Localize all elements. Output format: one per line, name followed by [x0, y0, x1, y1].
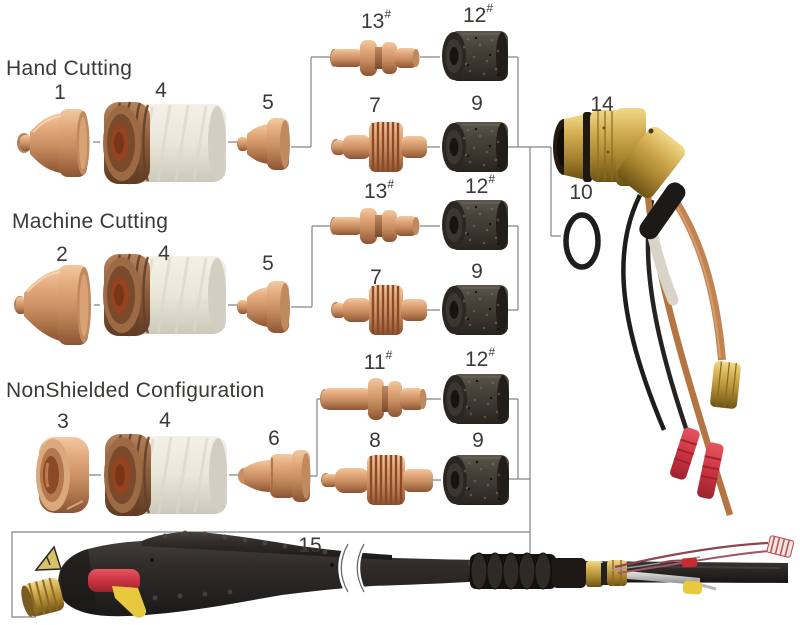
part-6-nozzle-nonshielded: [237, 449, 312, 503]
part-9-swirl-ring: [442, 454, 510, 506]
part-7-electrode: [329, 283, 429, 337]
part-label-13: 13#: [360, 7, 392, 33]
part-13-electrode: [330, 40, 420, 76]
part-label-4: 4: [159, 409, 171, 432]
torch-head-brass-nut: [710, 361, 741, 409]
part-15-torch-handle: [21, 530, 795, 618]
part-label-4: 4: [155, 79, 167, 102]
torch-head-terminal-red-1: [670, 427, 700, 480]
part-label-7: 7: [369, 94, 381, 117]
torch-head-boot: [639, 182, 686, 240]
part-2-shield-cup: [13, 264, 92, 346]
part-label-11: 11#: [363, 348, 393, 374]
part-label-5: 5: [262, 91, 274, 114]
part-label-5: 5: [262, 252, 274, 275]
part-label-6: 6: [268, 427, 280, 450]
part-5-nozzle: [237, 118, 290, 170]
part-3-deflector: [34, 435, 91, 515]
part-4-retaining-cap: [101, 252, 228, 338]
part-label-9: 9: [472, 429, 484, 452]
torch-head-terminal-red-2: [697, 442, 724, 499]
part-label-7: 7: [370, 266, 382, 289]
part-label-12: 12#: [464, 172, 496, 198]
part-12-swirl-ring: [441, 199, 509, 251]
part-label-1: 1: [54, 81, 66, 104]
section-title-hand-cutting: Hand Cutting: [6, 57, 133, 80]
part-1-shield-cup: [16, 108, 91, 178]
warning-triangle-label: [34, 545, 63, 571]
part-10-oring: [563, 212, 601, 270]
part-9-swirl-ring: [441, 284, 509, 336]
part-label-9: 9: [471, 92, 483, 115]
part-5-nozzle: [237, 281, 290, 333]
torch-trigger: [88, 569, 140, 592]
section-title-nonshielded: NonShielded Configuration: [6, 379, 265, 402]
part-label-3: 3: [57, 410, 69, 433]
part-label-12: 12#: [464, 345, 496, 371]
part-label-4: 4: [158, 242, 170, 265]
part-label-9: 9: [471, 260, 483, 283]
part-8-electrode: [319, 453, 435, 507]
part-4-retaining-cap: [101, 100, 228, 186]
part-4-retaining-cap: [102, 432, 229, 518]
part-label-2: 2: [56, 243, 68, 266]
part-label-14: 14: [590, 93, 614, 116]
trigger-safety-lever: [112, 586, 147, 618]
handle-wire-connector: [766, 535, 795, 558]
leader-lines: [11, 56, 561, 618]
part-label-12: 12#: [462, 1, 494, 27]
part-label-10: 10: [569, 181, 593, 204]
part-12-swirl-ring: [442, 373, 510, 425]
part-13-electrode: [330, 208, 420, 244]
part-7-electrode: [329, 120, 429, 174]
part-label-13: 13#: [363, 177, 395, 203]
cable-break-mark: [338, 543, 367, 593]
part-9-swirl-ring: [441, 121, 509, 173]
part-label-8: 8: [369, 429, 381, 452]
part-11-electrode: [320, 378, 427, 420]
handle-brass-connector: [21, 577, 65, 617]
part-12-swirl-ring: [441, 30, 509, 82]
part-14-torch-head: [553, 108, 741, 516]
section-title-machine-cutting: Machine Cutting: [12, 210, 169, 233]
part-label-15: 15: [298, 534, 322, 557]
